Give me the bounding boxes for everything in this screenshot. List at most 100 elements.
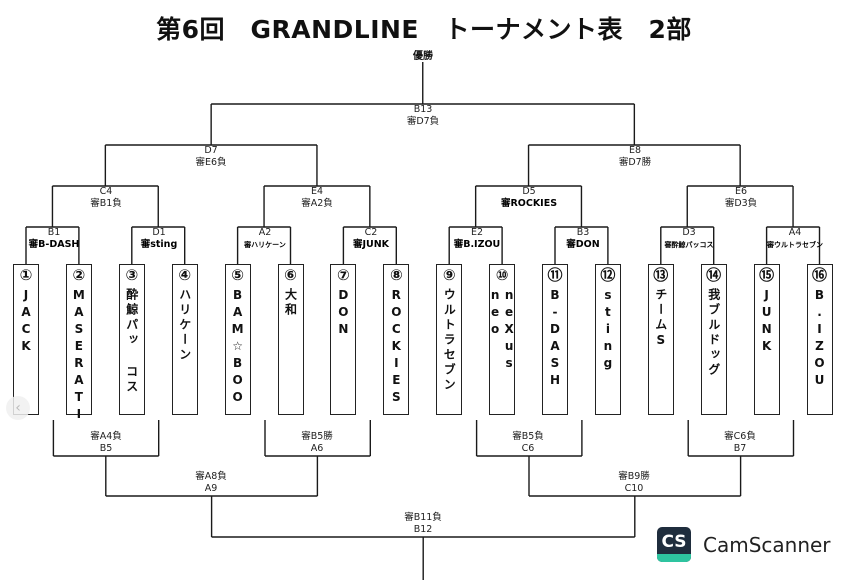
chevron-left-icon: ‹ [15,400,21,416]
team-box: ⑪ B-DASH [542,264,568,415]
back-button[interactable]: ‹ [6,396,30,420]
match-referee: 審JUNK [352,239,390,250]
team-name: JACK [19,288,33,356]
match-label-top-r1-2: A2 審ハリケーン [210,227,320,251]
match-id: A9 [204,483,218,494]
match-id: D1 [152,227,166,238]
match-id: B13 [413,104,433,115]
match-referee: 審ウルトラセブン [767,241,823,249]
match-id: C10 [624,483,644,494]
team-number: ② [72,266,86,284]
team-name: MASERATI [71,288,86,424]
camscanner-watermark: CS CamScanner [657,527,831,562]
team-name: B-DASH [548,288,562,390]
match-label-top-r1-6: D3 審酔鯨パッコス [634,227,744,251]
match-id: A4 [788,227,802,238]
team-name: 我ブルドッグ [706,288,721,378]
match-id: E6 [734,186,748,197]
match-id: A6 [310,443,324,454]
match-referee: 審A8負 [195,471,227,482]
team-box: ⑯ B.IZOU [806,264,833,415]
logo-stripe [657,554,691,562]
team-number: ⑯ [811,266,827,284]
match-referee: 審A4負 [90,431,122,442]
champion-label: 優勝 [413,51,433,62]
team-number: ⑤ [231,266,244,284]
team-number: ⑧ [389,266,403,284]
match-label-top-r1-3: C2 審JUNK [316,227,426,251]
team-number: ⑥ [284,266,297,284]
match-label-bottom-final: 審B11負 B12 [368,512,478,536]
match-referee: 審B5勝 [301,431,333,442]
match-id: B3 [576,227,590,238]
team-name: ROCKIES [389,288,404,407]
team-name: ウルトラセブン [442,288,457,393]
team-box: ⑨ ウルトラセブン [436,264,463,415]
team-name: 大和 [283,288,298,318]
match-referee: 審B1負 [90,198,122,209]
match-label-top-r1-5: B3 審DON [528,227,638,251]
match-id: D3 [682,227,696,238]
team-name: DON [336,288,351,339]
match-id: C4 [99,186,113,197]
team-box: ⑤ BAM☆BOO [224,264,251,415]
match-label-top-r2-2: D5 審ROCKIES [474,186,584,210]
match-label-top-r2-0: C4 審B1負 [51,186,161,210]
team-number: ③ [125,266,139,284]
camscanner-text: CamScanner [703,532,831,557]
match-referee: 審ROCKIES [500,198,558,209]
match-label-top-r1-7: A4 審ウルトラセブン [740,227,848,251]
team-box: ① JACK [13,264,39,415]
match-referee: 審E6負 [195,157,227,168]
match-referee: 審B9勝 [618,471,650,482]
match-label-bottom-r1-1: 審B5勝 A6 [262,431,372,455]
match-referee: 審C6負 [724,431,756,442]
match-label-top-r3-0: D7 審E6負 [156,145,266,169]
team-number: ⑩ [495,266,509,284]
team-box: ⑥ 大和 [277,264,304,415]
match-id: E2 [470,227,484,238]
camscanner-logo-icon: CS [657,527,691,562]
match-label-top-r1-0: B1 審B-DASH [0,227,109,251]
team-name: BAM☆BOO [230,288,245,407]
match-id: B12 [413,524,433,535]
page-title: 第6回 GRANDLINE トーナメント表 2部 [156,15,692,44]
match-label-bottom-r1-2: 審B5負 C6 [473,431,583,455]
match-referee: 審B.IZOU [453,239,501,250]
match-referee: 審ハリケーン [244,241,286,249]
match-id: B7 [733,443,747,454]
match-id: B5 [99,443,113,454]
team-name: 酔鯨パッ コス [124,288,139,395]
match-id: E4 [310,186,324,197]
team-number: ⑪ [547,266,563,284]
team-box: ⑦ DON [330,264,357,415]
team-box: ④ ハリケーン [171,264,198,415]
team-name: B.IZOU [812,288,827,390]
match-label-top-r1-4: E2 審B.IZOU [422,227,532,251]
match-label-bottom-r2-1: 審B9勝 C10 [579,471,689,495]
match-id: C6 [521,443,535,454]
team-number: ⑦ [337,266,350,284]
team-name: ハリケーン [177,288,192,363]
match-referee: 審A2負 [301,198,333,209]
team-number: ⑨ [442,266,456,284]
match-referee: 審D7勝 [618,157,652,168]
match-label-bottom-r1-3: 審C6負 B7 [685,431,795,455]
match-id: A2 [258,227,272,238]
team-box: ⑧ ROCKIES [383,264,410,415]
match-referee: 審B5負 [512,431,544,442]
match-label-bottom-r2-0: 審A8負 A9 [156,471,266,495]
match-id: C2 [364,227,378,238]
team-number: ④ [178,266,192,284]
team-name: sting [600,288,615,373]
match-referee: 審D3負 [724,198,758,209]
team-number: ① [19,266,33,284]
team-name: JUNK [759,288,774,356]
team-box: ③ 酔鯨パッ コス [118,264,145,415]
match-referee: 審酔鯨パッコス [664,241,714,249]
